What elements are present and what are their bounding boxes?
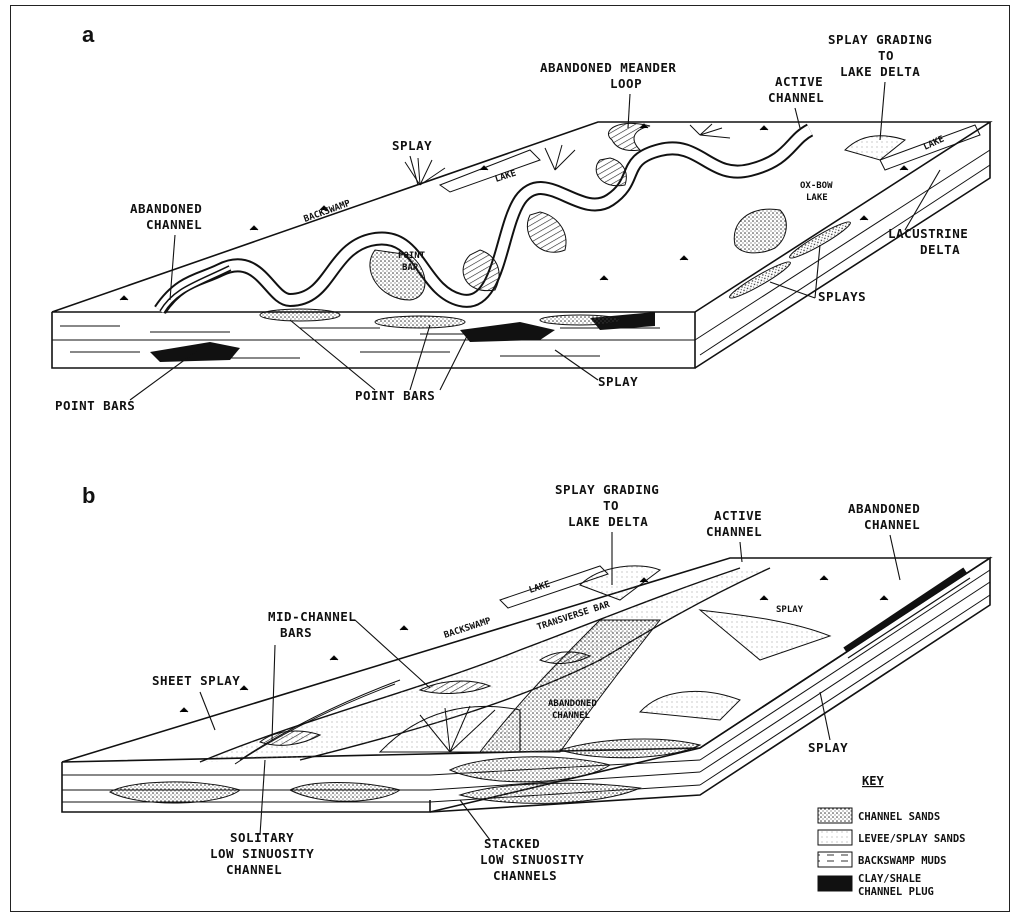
- label-mid-channel-bars-b: MID-CHANNEL BARS: [268, 609, 364, 640]
- key-swatch-clay-shale: [818, 876, 852, 891]
- leader-splay-bottom-a: [555, 350, 598, 380]
- label-abandoned-channel-b: ABANDONED CHANNEL: [848, 501, 928, 532]
- label-sheet-splay-b: SHEET SPLAY: [152, 673, 240, 688]
- panel-b-letter: b: [82, 483, 95, 508]
- label-solitary-b: SOLITARY LOW SINUOSITY CHANNEL: [210, 830, 322, 877]
- label-splay-grading-b: SPLAY GRADING TO LAKE DELTA: [555, 482, 667, 529]
- key-swatch-channel-sands: [818, 808, 852, 823]
- key-label-channel-sands: CHANNEL SANDS: [858, 811, 940, 823]
- key-label-clay-shale: CLAY/SHALE CHANNEL PLUG: [858, 873, 934, 898]
- key-swatch-levee-splay-sands: [818, 830, 852, 845]
- key-label-levee-splay-sands: LEVEE/SPLAY SANDS: [858, 833, 965, 845]
- label-lake-b: LAKE: [528, 580, 552, 596]
- leader-sheet-splay-b: [200, 692, 215, 730]
- label-splay-grading-a: SPLAY GRADING TO LAKE DELTA: [828, 32, 940, 79]
- block-diagram-a: [52, 122, 990, 368]
- label-point-bars-center-a: POINT BARS: [355, 388, 435, 403]
- label-lacustrine-delta-a: LACUSTRINE DELTA: [888, 226, 976, 257]
- key-title: KEY: [862, 774, 884, 788]
- label-point-bars-left-a: POINT BARS: [55, 398, 135, 413]
- panel-a: a: [52, 22, 990, 413]
- label-active-channel-b: ACTIVE CHANNEL: [706, 508, 770, 539]
- label-splay-right-b: SPLAY: [808, 740, 848, 755]
- key-swatch-backswamp-muds: [818, 852, 852, 867]
- label-splays-a: SPLAYS: [818, 289, 866, 304]
- label-active-channel-a: ACTIVE CHANNEL: [768, 74, 831, 105]
- leader-splay-top-a: [410, 156, 418, 185]
- label-splay-bottom-a: SPLAY: [598, 374, 638, 389]
- panel-a-letter: a: [82, 22, 95, 47]
- leader-solitary-b: [260, 760, 265, 835]
- key-label-backswamp-muds: BACKSWAMP MUDS: [858, 855, 947, 867]
- label-backswamp-b: BACKSWAMP: [443, 616, 493, 641]
- legend-key: KEY CHANNEL SANDS LEVEE/SPLAY SANDS BACK…: [818, 774, 965, 898]
- leader-stacked-b: [460, 800, 490, 840]
- label-abandoned-meander: ABANDONED MEANDER LOOP: [540, 60, 684, 91]
- label-abandoned-channel-a: ABANDONED CHANNEL: [130, 201, 210, 232]
- label-splay-top-a: SPLAY: [392, 138, 432, 153]
- leader-active-channel-b: [740, 542, 742, 562]
- label-splay-inner-b: SPLAY: [776, 605, 804, 615]
- label-stacked-b: STACKED LOW SINUOSITY CHANNELS: [480, 836, 592, 883]
